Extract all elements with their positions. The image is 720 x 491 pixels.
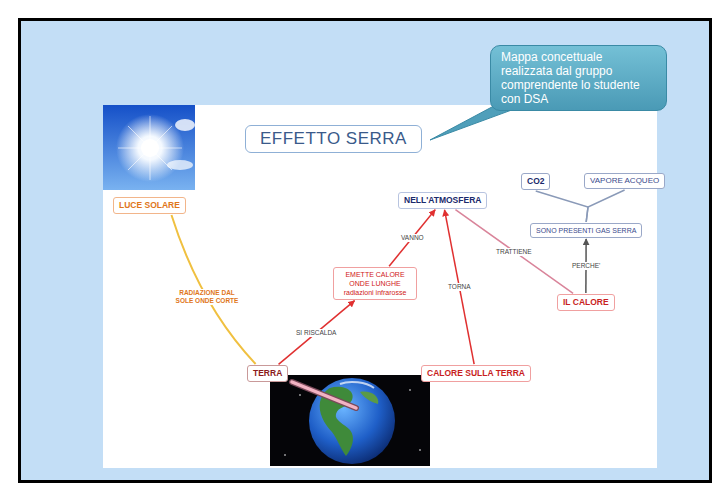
concept-box: NELL'ATMOSFERA	[398, 192, 487, 209]
connector	[389, 210, 435, 266]
concept-box: EMETTE CALORE ONDE LUNGHE radiazioni inf…	[333, 267, 417, 300]
concept-box: IL CALORE	[557, 294, 615, 311]
concept-box: TERRA	[247, 365, 288, 382]
link-label: SI RISCALDA	[294, 329, 338, 337]
earth-picture	[270, 375, 430, 466]
sun-picture	[103, 105, 195, 190]
node-text: CO2	[527, 176, 544, 187]
concept-box: CALORE SULLA TERRA	[421, 365, 531, 382]
node-text: VAPORE ACQUEO	[590, 176, 659, 186]
node-text: Mappa concettuale realizzata dal gruppo …	[501, 50, 656, 106]
link-label: RADIAZIONE DAL SOLE ONDE CORTE	[170, 289, 244, 305]
connector	[445, 210, 475, 364]
callout-bubble: Mappa concettuale realizzata dal gruppo …	[490, 45, 667, 111]
node-text: CALORE SULLA TERRA	[427, 368, 525, 379]
node-text: SONO PRESENTI GAS SERRA	[536, 226, 636, 235]
link-label: VANNO	[399, 234, 426, 242]
node-text: LUCE SOLARE	[119, 200, 180, 211]
concept-box: VAPORE ACQUEO	[584, 173, 665, 189]
node-text: TERRA	[253, 368, 282, 379]
node-text: EMETTE CALORE ONDE LUNGHE radiazioni inf…	[339, 270, 411, 297]
node-text: NELL'ATMOSFERA	[404, 195, 481, 206]
connector	[536, 191, 588, 222]
node-text: IL CALORE	[563, 297, 609, 308]
concept-box: SONO PRESENTI GAS SERRA	[530, 223, 642, 238]
title-text: EFFETTO SERRA	[260, 126, 407, 152]
concept-box: CO2	[521, 173, 550, 190]
title-box: EFFETTO SERRA	[245, 125, 422, 153]
link-label: TORNA	[446, 283, 473, 291]
link-label: PERCHE'	[570, 262, 602, 270]
connector	[279, 301, 355, 365]
concept-box: LUCE SOLARE	[113, 197, 186, 214]
connector	[586, 190, 624, 222]
link-label: TRATTIENE	[494, 248, 534, 256]
